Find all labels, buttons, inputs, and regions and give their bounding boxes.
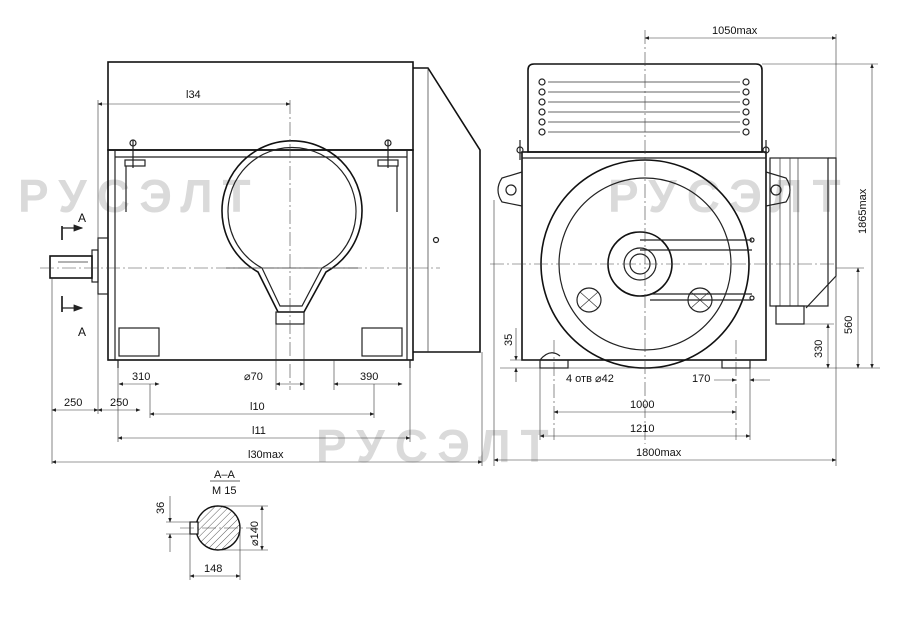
dimension-l30max: l30max xyxy=(51,352,483,466)
svg-text:35: 35 xyxy=(503,334,515,346)
dimension-250-right: 250 xyxy=(97,294,141,414)
dimension-170: 170 xyxy=(692,368,770,386)
dimension-310: 310 xyxy=(118,371,160,386)
svg-text:560: 560 xyxy=(843,316,855,334)
foot-hole-left xyxy=(539,352,561,361)
diameter-dim: ⌀140 xyxy=(249,521,261,546)
lug-left xyxy=(497,171,523,207)
front-view: 1050max 1865max 560 330 35 4 отв ⌀42 xyxy=(490,25,880,466)
svg-text:1800max: 1800max xyxy=(636,447,682,459)
svg-text:A: A xyxy=(78,211,86,225)
lifting-bolt-right xyxy=(377,139,399,212)
side-view: A A l34 310 ⌀70 390 xyxy=(40,61,483,466)
dimension-1210: 1210 xyxy=(539,368,751,440)
lifting-bolt-left xyxy=(124,139,146,212)
svg-text:170: 170 xyxy=(692,373,710,385)
svg-text:⌀70: ⌀70 xyxy=(244,371,263,383)
dimension-250-left: 250 xyxy=(51,278,99,464)
section-mark-a-top: A xyxy=(61,211,86,240)
dimension-330: 330 xyxy=(804,323,834,369)
terminal-box xyxy=(221,140,363,313)
section-a-a: A–A М 15 36 ⌀140 148 xyxy=(155,469,268,580)
svg-text:1865max: 1865max xyxy=(857,188,869,234)
section-thread: М 15 xyxy=(212,485,236,497)
front-body xyxy=(521,151,767,361)
bearing-flange xyxy=(97,237,109,295)
dimension-l34: l34 xyxy=(97,89,291,240)
svg-text:250: 250 xyxy=(64,397,82,409)
drain xyxy=(775,305,805,325)
foot-right xyxy=(361,327,403,357)
dimension-1865max: 1865max xyxy=(762,63,878,369)
dimension-1050max: 1050max xyxy=(644,25,837,160)
svg-text:390: 390 xyxy=(360,371,378,383)
section-mark-a-bottom: A xyxy=(61,296,86,339)
shaft xyxy=(49,255,93,279)
watermark: РУСЭЛТ РУСЭЛТ РУСЭЛТ xyxy=(18,170,841,472)
svg-text:l10: l10 xyxy=(250,401,265,413)
dimension-35: 35 xyxy=(503,328,540,382)
svg-text:l34: l34 xyxy=(186,89,201,101)
dimension-390: 390 xyxy=(333,360,403,390)
dimension-l11: l11 xyxy=(117,368,411,442)
svg-text:330: 330 xyxy=(813,340,825,358)
svg-text:1050max: 1050max xyxy=(712,25,758,37)
section-title: A–A xyxy=(214,469,235,481)
top-cover xyxy=(107,61,414,151)
inspection-hole-left xyxy=(576,287,602,313)
svg-text:310: 310 xyxy=(132,371,150,383)
watermark-left: РУСЭЛТ xyxy=(18,170,261,222)
key-dim: 36 xyxy=(155,502,167,514)
length-dim: 148 xyxy=(204,563,222,575)
cooler-box xyxy=(527,63,763,153)
dimension-1000: 1000 xyxy=(553,399,737,414)
foot-left xyxy=(118,327,160,357)
holes-label: 4 отв ⌀42 xyxy=(566,373,614,385)
svg-text:l30max: l30max xyxy=(248,449,284,461)
dimension-1800max: 1800max xyxy=(493,200,837,466)
svg-text:1000: 1000 xyxy=(630,399,654,411)
rear-housing xyxy=(413,67,481,353)
dimension-d70: ⌀70 xyxy=(244,324,305,390)
svg-text:l11: l11 xyxy=(252,425,266,437)
dimension-l10: l10 xyxy=(149,384,375,418)
piping xyxy=(640,239,752,301)
svg-text:1210: 1210 xyxy=(630,423,654,435)
dimension-560: 560 xyxy=(836,267,864,369)
svg-text:250: 250 xyxy=(110,397,128,409)
cooler-vents xyxy=(538,78,750,136)
watermark-bottom: РУСЭЛТ xyxy=(316,420,559,472)
svg-text:A: A xyxy=(78,325,86,339)
